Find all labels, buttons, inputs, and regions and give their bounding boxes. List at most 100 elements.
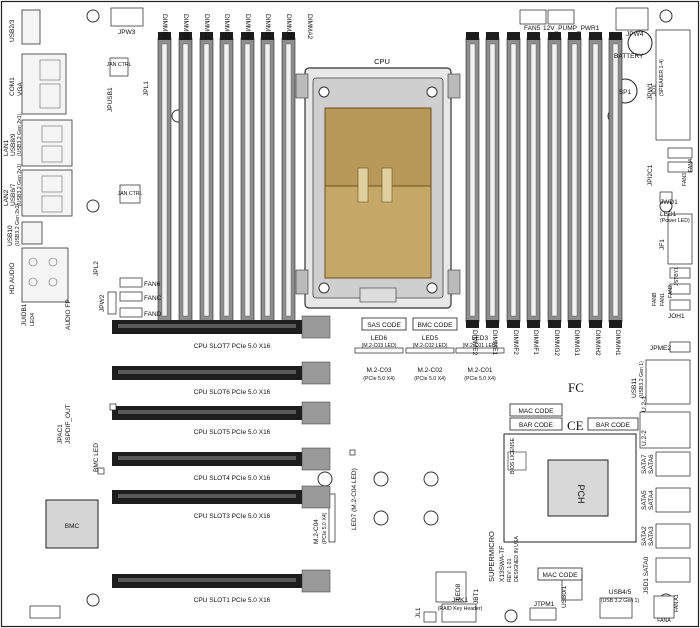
pcie-slot-5-retention [301, 485, 331, 509]
pcie-slot-6-pins [118, 578, 296, 582]
jd1-label: JD1 [651, 84, 658, 96]
com1-label: COM1 [9, 77, 16, 96]
jpw3-label: JPW3 [118, 29, 136, 36]
jspdif-label: JSPDIF_OUT [65, 404, 72, 444]
dimm-dimmg2-latch-bottom [548, 320, 561, 328]
fand-label: FAND [144, 311, 162, 318]
pcie-slot-label-3: CPU SLOT5 PCIe 5.0 X16 [194, 429, 271, 436]
dimm-dimmc1-notch [203, 43, 210, 317]
u22-label: U.2-2 [641, 430, 648, 446]
fan6-label: FAN6 [144, 281, 161, 288]
pcie-slot-2-pins [118, 370, 296, 374]
usb67-sub-label: (USB3.2 Gen 2x1) [17, 163, 23, 206]
dimm-dimmd1-notch [161, 43, 168, 317]
dimm-label-dimmc1: DIMMC1 [203, 14, 210, 40]
bar-code-box-2 [587, 417, 639, 431]
jan-ctrl2-label: JAN CTRL [118, 191, 143, 197]
jan-ctrl-header [109, 57, 129, 77]
dimm-label-dimmf1: DIMMF1 [532, 330, 539, 355]
pcie-slot-6-retention [301, 569, 331, 593]
dimm-dimmh1-notch [612, 43, 619, 317]
jbt1-label: JBT1 [473, 588, 480, 604]
m2-led-2: LED3 [472, 335, 489, 342]
dimm-dimmd1-latch-top [158, 32, 171, 40]
hd-audio-label: HD AUDIO [9, 263, 16, 294]
dimm-label-dimmd2: DIMMD2 [182, 14, 189, 40]
jwd1-label: JWD1 [660, 199, 678, 206]
board-brand: SUPERMICRO [487, 531, 496, 582]
fanc-label: FANC [144, 295, 162, 302]
jpl2-label: JPL2 [93, 261, 100, 276]
fana-label: FANA [657, 618, 671, 624]
dimm-dimmb1-latch-top [241, 32, 254, 40]
dimm-label-dimme2: DIMME2 [471, 330, 478, 356]
u2-connector [639, 411, 691, 449]
sata6-label: SATA6 [648, 454, 655, 474]
jpme2-label: JPME2 [650, 345, 671, 352]
usb10-label: USB10 [7, 225, 14, 246]
bar-code-label-1: BAR CODE [519, 422, 554, 429]
dimm-label-dimmh2: DIMMH2 [594, 330, 601, 356]
dimm-dimmg1-notch [571, 43, 578, 317]
dimm-group-right [465, 32, 623, 328]
lan2-label: LAN2 [3, 189, 10, 206]
pcie-slot-3-retention [301, 401, 331, 425]
battery-icon [627, 30, 653, 56]
dimm-label-dimmc2: DIMMC2 [223, 14, 230, 40]
ce-mark: CE [567, 418, 584, 433]
sas-code-label: SAS CODE [367, 322, 401, 329]
u21-label: U.2-1 [641, 396, 648, 412]
lan-jack-detail [28, 59, 63, 287]
lan1-label: LAN1 [3, 139, 10, 156]
dimm-label-dimmg1: DIMMG1 [573, 330, 580, 356]
left-io-connectors [21, 9, 73, 303]
pcie-slot-4-pins [118, 456, 296, 460]
dimm-dimmf2-latch-bottom [507, 320, 520, 328]
battery-label: BATTERY [614, 53, 644, 60]
led8-label: LED8 [455, 583, 462, 600]
jan-ctrl-label: JAN CTRL [107, 62, 132, 68]
board-rev: REV: 1.01 [507, 558, 513, 582]
pcie-slot-5-pins [118, 494, 296, 498]
sp1-label: SP1 [619, 89, 632, 96]
dimm-dimmc1-latch-top [200, 32, 213, 40]
fan3-label: FAN3 [682, 173, 688, 186]
dimm-dimmg2-notch [551, 43, 558, 317]
dimm-label-dimmb2: DIMMB2 [264, 14, 271, 40]
led1-sub-label: (Power LED) [660, 218, 690, 224]
pcie-slot-label-4: CPU SLOT4 PCIe 5.0 X16 [194, 475, 271, 482]
jf1-label: JF1 [659, 239, 666, 250]
bar-code-label-2: BAR CODE [596, 422, 631, 429]
pcie-slot-4-retention [301, 447, 331, 471]
jd1-sub-label: (SPEAKER 1-4) [659, 59, 665, 96]
dimm-dimmf1-latch-top [527, 32, 540, 40]
dimm-dimmh2-latch-bottom [589, 320, 602, 328]
pcie-slot-label-2: CPU SLOT6 PCIe 5.0 X16 [194, 389, 271, 396]
m2-led-sub-1: (M.2-C02 LED) [413, 343, 448, 349]
cpu-socket [295, 67, 461, 309]
jpw3-header [110, 7, 144, 27]
jpac1-label: JPAC1 [57, 424, 64, 444]
fan-a1-label: FAN A1 [674, 594, 680, 612]
pcie-slot-label-5: CPU SLOT3 PCIe 5.0 X16 [194, 513, 271, 520]
dimm-dimmh1-latch-top [609, 32, 622, 40]
usb10-sub-label: (USB3.2 Gen 2x2) [15, 203, 21, 246]
usb23-connector [21, 9, 41, 45]
pcie-slot-label-1: CPU SLOT7 PCIe 5.0 X16 [194, 343, 271, 350]
jstby1-label: JSTBY1 [674, 267, 680, 286]
audio-fp-label: AUDIO FP [65, 299, 72, 330]
m2-c04-name: M.2-C04 [313, 519, 320, 544]
dimm-dimmf1-latch-bottom [527, 320, 540, 328]
m2-c04-led: LED7 (M.2-C04 LED) [351, 468, 358, 530]
mac-code-box-1 [509, 403, 563, 417]
pch-label: PCH [576, 484, 586, 503]
fanb-label: FANB [652, 292, 658, 306]
headers [29, 7, 693, 623]
jpl1-label: JPL1 [143, 81, 150, 96]
bmc-led-label: BMC LED [93, 443, 100, 472]
vga-label: VGA [17, 82, 24, 96]
sas-code-box [361, 317, 407, 331]
jpw1-header [655, 29, 691, 141]
dimm-label-dimmg2: DIMMG2 [553, 330, 560, 356]
usb11-sub-label: (USB3.2 Gen 1) [639, 361, 645, 398]
